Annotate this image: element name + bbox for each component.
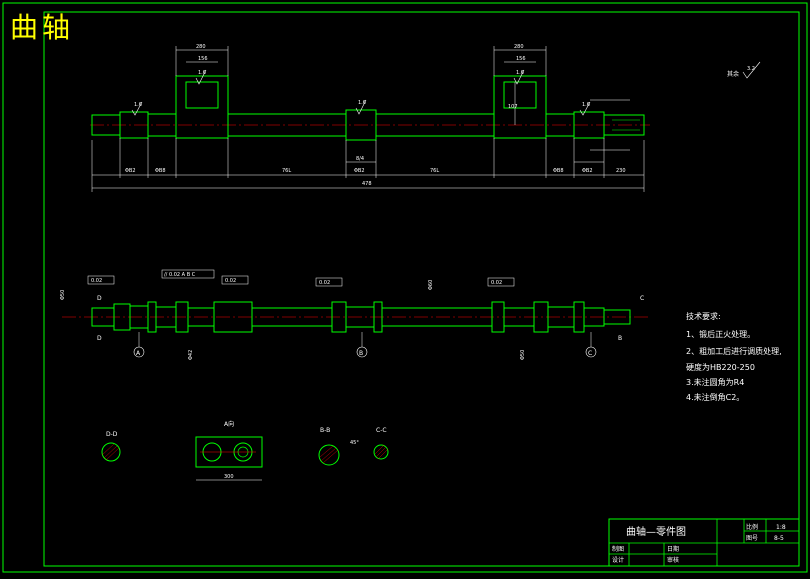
crank-inner-right: 156	[516, 56, 526, 62]
section-label-b: B	[359, 350, 363, 357]
top-dimension-lines	[91, 46, 645, 192]
crank-pin-left	[185, 81, 219, 109]
section-bb-hatch	[319, 445, 339, 464]
dim-vertical-4: Φ50	[520, 350, 526, 360]
date-label: 日期	[667, 545, 679, 553]
dim-label-7: ΦB2	[582, 168, 593, 174]
surface-roughness-general: 其余 3.2	[727, 61, 761, 79]
code-value: 8-5	[774, 535, 784, 542]
title-block-lines	[609, 519, 799, 566]
section-label-c: C	[588, 350, 592, 357]
top-view: ΦB2 ΦB8 76L ΦB2 76L ΦB8 ΦB2 230 478 280 …	[90, 44, 650, 192]
scale-label: 比例	[746, 523, 758, 531]
roughness-4: 1.6	[516, 70, 524, 76]
dim-vertical-2: Φ42	[188, 350, 194, 360]
section-cc-label: C-C	[376, 427, 387, 434]
design-label: 设计	[612, 556, 624, 564]
dim-label-3: 76L	[282, 168, 291, 174]
section-bb-circle	[318, 444, 340, 466]
view-mark-d-top: D	[97, 295, 102, 302]
tol-frame-1: 0.02	[91, 278, 102, 284]
note-item-1: 1、锻后正火处理。	[686, 329, 755, 339]
note-item-5: 4.未注倒角C2。	[686, 392, 744, 402]
section-bb-label: B-B	[320, 427, 330, 434]
note-item-3: 硬度为HB220-250	[686, 362, 755, 372]
section-cc-circle	[373, 444, 389, 460]
scale-value: 1:8	[776, 524, 786, 531]
detail-views: D-D A向 300 B-B 45°	[101, 420, 389, 481]
dim-vertical-3: Φ60	[428, 280, 434, 290]
crank-pin-right	[503, 81, 537, 109]
roughness-2: 1.6	[198, 70, 206, 76]
dim-vertical-1: Φ50	[60, 290, 66, 300]
roughness-1: 1.6	[134, 102, 142, 108]
view-mark-b: B	[618, 335, 622, 342]
code-label: 图号	[746, 535, 758, 542]
note-item-2: 2、粗加工后进行调质处理,	[686, 346, 782, 356]
roughness-symbol	[742, 61, 761, 79]
side-dim: 107	[508, 104, 518, 110]
roughness-5: 1.6	[582, 102, 590, 108]
dim-label-5: 76L	[430, 168, 439, 174]
check-label: 审核	[667, 556, 679, 564]
section-bb-angle: 45°	[350, 440, 359, 446]
tolerance-frames	[87, 269, 515, 287]
dim-label-8: 230	[616, 168, 626, 174]
title-block-frame	[608, 518, 800, 567]
section-dd-label: D-D	[106, 431, 118, 438]
overall-length: 478	[362, 181, 372, 187]
view-mark-d-bottom: D	[97, 335, 102, 342]
section-leaders	[138, 332, 592, 347]
surface-value-text: 3.2	[747, 66, 755, 72]
note-item-4: 3.未注圆角为R4	[686, 377, 744, 387]
section-dd-hatch	[101, 443, 120, 461]
roughness-marks-top	[131, 69, 591, 116]
notes-heading: 技术要求:	[686, 311, 721, 321]
drawn-label: 制图	[612, 545, 624, 553]
mid-view: A B C D D C B 0.02 //	[60, 269, 650, 360]
crank-inner-left: 156	[198, 56, 208, 62]
drawing-title: 曲轴	[10, 11, 75, 44]
technical-notes: 技术要求: 1、锻后正火处理。 2、粗加工后进行调质处理, 硬度为HB220-2…	[686, 311, 782, 402]
view-mark-c: C	[640, 295, 644, 302]
dim-label-1: ΦB2	[125, 168, 136, 174]
shaft-end-right	[603, 114, 645, 136]
section-label-a: A	[136, 350, 141, 357]
dim-label-4: ΦB2	[354, 168, 365, 174]
dim-label-2: ΦB8	[155, 168, 166, 174]
crank-web-left	[175, 75, 229, 139]
tol-frame-2: // 0.02 A B C	[164, 272, 196, 278]
part-name: 曲轴—零件图	[626, 525, 686, 538]
tol-frame-3: 0.02	[225, 278, 236, 284]
section-cc-hatch	[374, 444, 389, 460]
roughness-3: 1.6	[358, 100, 366, 106]
dim-label-6: ΦB8	[553, 168, 564, 174]
tol-frame-4: 0.02	[319, 280, 330, 286]
surface-mark-text: 其余	[727, 70, 739, 78]
crank-web-right	[493, 75, 547, 139]
view-a-rect	[195, 436, 263, 468]
view-a-dim: 300	[224, 474, 234, 480]
mid-end-right	[603, 309, 631, 325]
section-dd-circle	[101, 442, 121, 462]
crank-width-left: 280	[196, 44, 206, 50]
center-dim: 8/4	[356, 156, 364, 162]
inner-frame	[43, 11, 800, 567]
title-block: 曲轴—零件图 比例 1:8 图号 8-5 制图 设计 日期 审核	[608, 518, 800, 567]
view-a-label: A向	[224, 420, 234, 428]
crank-width-right: 280	[514, 44, 524, 50]
tol-frame-5: 0.02	[491, 280, 502, 286]
